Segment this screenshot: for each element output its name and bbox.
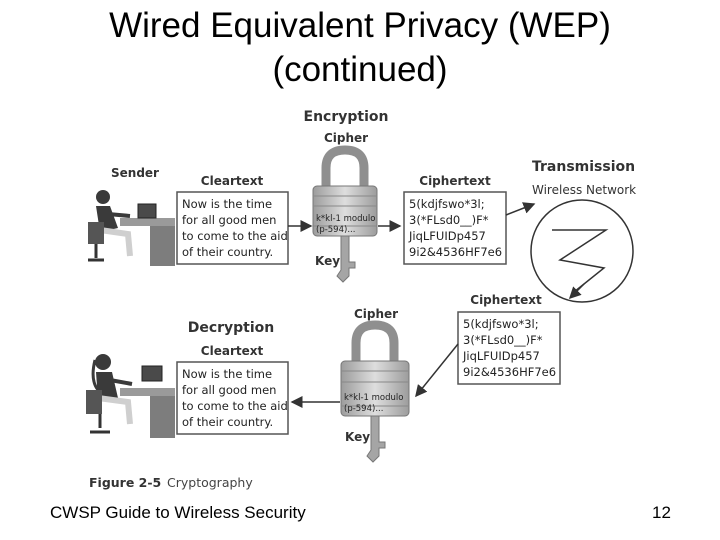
cleartext-line: Now is the time [182,197,272,211]
lock-text-top-2: (p-594)... [316,225,355,235]
ciphertext-line: 3(*FLsd0__)F* [409,213,489,227]
ciphertext-line: JiqLFUIDp457 [408,229,486,243]
footer-course-title: CWSP Guide to Wireless Security [50,503,306,522]
cipher-label-top: Cipher [324,131,368,145]
wireless-network-icon [530,199,634,303]
encryption-heading: Encryption [304,109,389,125]
ciphertext-label-bottom: Ciphertext [470,293,542,307]
page-number: 12 [652,503,671,522]
ciphertext-text-bottom: 5(kdjfswo*3l; 3(*FLsd0__)F* JiqLFUIDp457… [462,317,556,379]
cleartext-label-bottom: Cleartext [201,344,264,358]
cleartext-line: for all good men [182,383,276,397]
sender-label: Sender [111,166,159,180]
figure-caption-number: Figure 2-5 [89,475,161,490]
cleartext-box-bottom [176,361,289,435]
slide-title: Wired Equivalent Privacy (WEP) (continue… [0,4,720,92]
key-label-bottom: Key [345,430,370,444]
cleartext-text-bottom: Now is the time for all good men to come… [182,367,288,429]
cleartext-label-top: Cleartext [201,174,264,188]
cleartext-line: of their country. [182,415,273,429]
receiver-person-icon [86,354,175,438]
wireless-network-label: Wireless Network [532,183,636,197]
slide-title-line1: Wired Equivalent Privacy (WEP) [109,6,611,45]
ciphertext-text-top: 5(kdjfswo*3l; 3(*FLsd0__)F* JiqLFUIDp457… [408,197,502,259]
cleartext-text-top: Now is the time for all good men to come… [182,197,288,259]
sender-person-icon [88,190,175,266]
ciphertext-label-top: Ciphertext [419,174,491,188]
cleartext-box-top [176,191,289,265]
decryption-heading: Decryption [188,320,275,336]
cleartext-line: of their country. [182,245,273,259]
lock-text-bottom-2: (p-594)... [344,404,383,414]
ciphertext-line: 9i2&4536HF7e6 [463,365,556,379]
cleartext-line: to come to the aid [182,399,288,413]
ciphertext-line: 9i2&4536HF7e6 [409,245,502,259]
ciphertext-line: JiqLFUIDp457 [462,349,540,363]
key-label-top: Key [315,254,340,268]
arrow-ciphertext-to-cipher-bottom [415,343,459,398]
figure-caption-text: Cryptography [167,475,253,490]
lock-text-top-1: k*kl-1 modulo [316,214,375,224]
cleartext-line: for all good men [182,213,276,227]
arrow-network-to-ciphertext [568,283,585,300]
ciphertext-box-bottom [457,311,561,385]
ciphertext-line: 5(kdjfswo*3l; [463,317,539,331]
ciphertext-box-top [403,191,507,265]
slide-title-line2: (continued) [272,50,448,89]
ciphertext-line: 5(kdjfswo*3l; [409,197,485,211]
cleartext-line: Now is the time [182,367,272,381]
ciphertext-line: 3(*FLsd0__)F* [463,333,543,347]
lock-text-bottom-1: k*kl-1 modulo [344,393,403,403]
padlock-icon-bottom [340,320,410,463]
cipher-label-bottom: Cipher [354,307,398,321]
transmission-heading: Transmission [532,159,635,175]
padlock-icon-top [312,145,378,283]
cleartext-line: to come to the aid [182,229,288,243]
arrow-ciphertext-to-network [505,202,536,216]
